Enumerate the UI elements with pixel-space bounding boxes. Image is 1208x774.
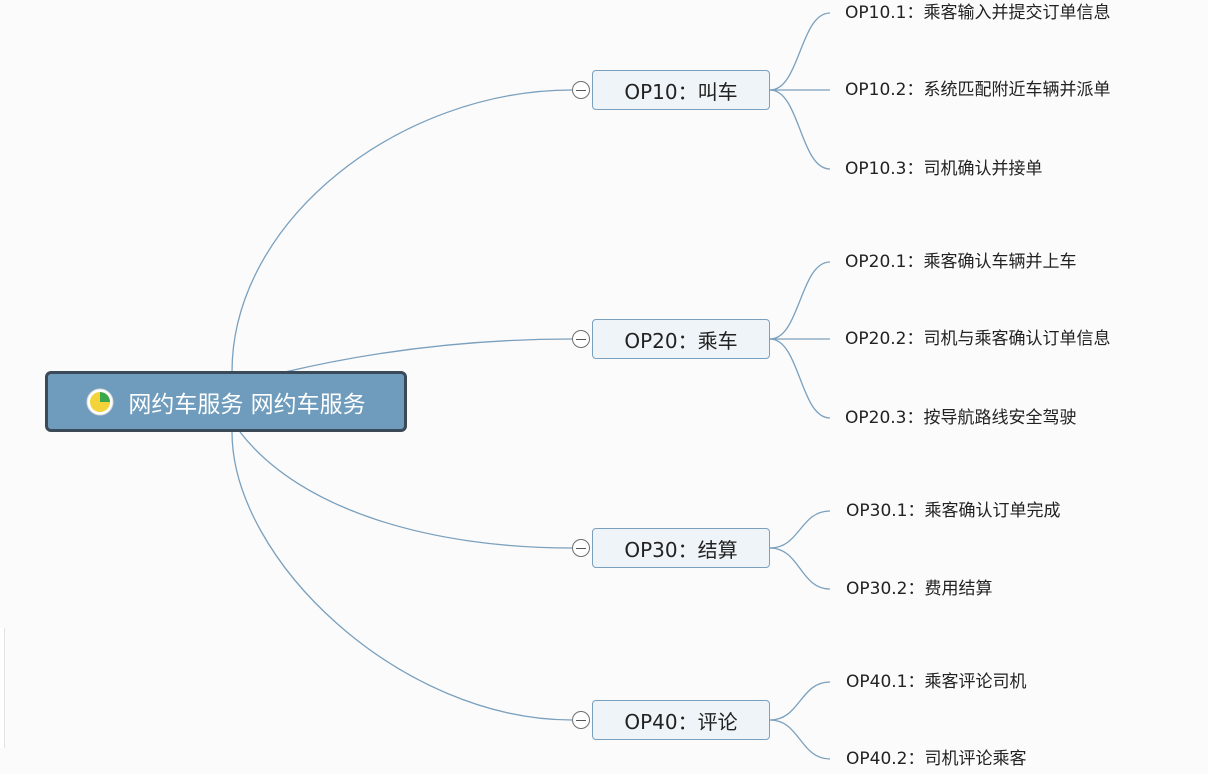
leaf-topic-op30-2[interactable]: OP30.2：费用结算 [846, 579, 993, 599]
connector-op20-1 [769, 261, 831, 340]
collapse-op20-button[interactable] [572, 330, 590, 348]
connector-root-op20 [284, 338, 573, 373]
connector-op30-1 [769, 510, 831, 549]
leaf-topic-op20-2[interactable]: OP20.2：司机与乘客确认订单信息 [845, 329, 1111, 349]
connector-op40-1 [769, 681, 831, 721]
branch-topic-op30[interactable]: OP30：结算 [592, 528, 770, 568]
connector-root-op40 [231, 431, 573, 721]
branch-topic-op40[interactable]: OP40：评论 [592, 700, 770, 740]
connector-op10-3 [769, 89, 831, 170]
leaf-topic-op10-2[interactable]: OP10.2：系统匹配附近车辆并派单 [845, 80, 1111, 100]
branch-topic-op10[interactable]: OP10：叫车 [592, 70, 770, 110]
leaf-topic-op20-3[interactable]: OP20.3：按导航路线安全驾驶 [845, 408, 1077, 428]
connector-op20-3 [769, 338, 831, 419]
connector-root-op30 [239, 431, 573, 549]
leaf-topic-op10-1[interactable]: OP10.1：乘客输入并提交订单信息 [845, 3, 1111, 23]
side-panel-edge [0, 628, 5, 748]
collapse-op30-button[interactable] [572, 539, 590, 557]
pie-chart-icon [86, 388, 114, 415]
collapse-op10-button[interactable] [572, 81, 590, 99]
leaf-topic-op30-1[interactable]: OP30.1：乘客确认订单完成 [846, 501, 1061, 521]
branch-label: OP10：叫车 [624, 79, 738, 104]
connector-op30-2 [769, 547, 831, 590]
root-topic-label: 网约车服务 网约车服务 [128, 391, 366, 418]
collapse-op40-button[interactable] [572, 711, 590, 729]
connector-op10-1 [769, 12, 831, 91]
leaf-topic-op40-2[interactable]: OP40.2：司机评论乘客 [846, 749, 1027, 769]
leaf-topic-op10-3[interactable]: OP10.3：司机确认并接单 [845, 159, 1043, 179]
root-topic[interactable]: 网约车服务 网约车服务 [45, 371, 407, 432]
connector-op40-2 [769, 719, 831, 760]
leaf-topic-op40-1[interactable]: OP40.1：乘客评论司机 [846, 672, 1027, 692]
branch-topic-op20[interactable]: OP20：乘车 [592, 319, 770, 359]
branch-label: OP30：结算 [624, 537, 738, 562]
leaf-topic-op20-1[interactable]: OP20.1：乘客确认车辆并上车 [845, 252, 1077, 272]
branch-label: OP20：乘车 [624, 328, 738, 353]
branch-label: OP40：评论 [624, 709, 738, 734]
connector-root-op10 [231, 89, 573, 373]
